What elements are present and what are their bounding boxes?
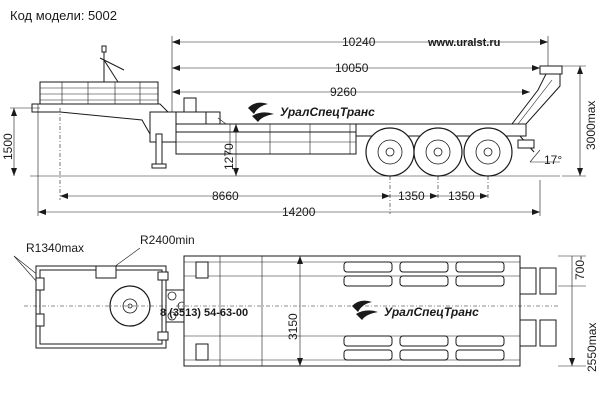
gooseneck-top	[24, 265, 176, 349]
dim-ramp-spacing-label: 700-	[573, 256, 587, 280]
brand-name-top: УралСпецТранс	[384, 305, 479, 319]
top-view: R1340max R2400min	[13, 233, 599, 372]
wheels-top-lower	[343, 335, 505, 361]
wheel-axle-1	[365, 127, 415, 177]
website-label: www.uralst.ru	[427, 37, 500, 49]
dim-platform-length-label: 9260	[330, 85, 357, 99]
ramp-angle-label: 17°	[544, 153, 562, 167]
dim-overall-width: 2550max	[558, 286, 599, 372]
wheel-axle-3	[463, 127, 513, 177]
brand-logo-top: УралСпецТранс	[352, 300, 479, 320]
dim-axle-spacing-2-label: 1350	[448, 189, 475, 203]
brand-name-side: УралСпецТранс	[280, 105, 375, 119]
dim-axle-spacing: 1350 1350	[390, 189, 488, 203]
rear-ramp: 17°	[510, 65, 563, 167]
dim-axle-spacing-1-label: 1350	[398, 189, 425, 203]
dim-king-pin-to-axle: 8660	[60, 176, 489, 214]
wheels-top-upper	[343, 261, 505, 287]
brand-logo-side: УралСпецТранс	[248, 102, 375, 122]
dim-inner-width: 3150	[286, 256, 303, 366]
dim-king-pin-to-axle-label: 8660	[212, 189, 239, 203]
dim-total-length-label: 14200	[282, 205, 316, 219]
phone-number: 8 (3513) 54-63-00	[160, 307, 248, 319]
dim-overall-width-label: 2550max	[585, 323, 599, 372]
dim-overall-length-label: 10240	[342, 35, 376, 49]
dim-ramp-spacing: 700-	[558, 255, 587, 287]
dim-coupling-height-label: 1500	[1, 133, 15, 160]
dim-deck-length: 10050	[172, 61, 540, 75]
dim-total-length: 14200	[37, 104, 541, 219]
gooseneck	[31, 45, 177, 200]
dim-platform-height-label: 1270	[222, 143, 236, 170]
wheel-axle-2	[413, 127, 463, 177]
dim-platform-height: 1270	[222, 124, 239, 176]
dim-inner-width-label: 3150	[286, 313, 300, 340]
turn-radius-rear-label: R2400min	[140, 233, 195, 247]
model-code-label: Код модели: 5002	[10, 8, 117, 23]
dim-deck-length-label: 10050	[335, 61, 369, 75]
side-view: 10240 www.uralst.ru 10050 9260	[1, 35, 598, 219]
turn-radius-front-label: R1340max	[26, 241, 84, 255]
rear-ramps-top	[519, 267, 557, 347]
dim-coupling-height: 1500	[1, 107, 40, 176]
dim-height-max: 3000max	[562, 65, 598, 177]
dim-overall-length: 10240 www.uralst.ru	[171, 35, 549, 120]
dim-height-max-label: 3000max	[584, 101, 598, 150]
dim-platform-length: 9260	[172, 85, 530, 99]
